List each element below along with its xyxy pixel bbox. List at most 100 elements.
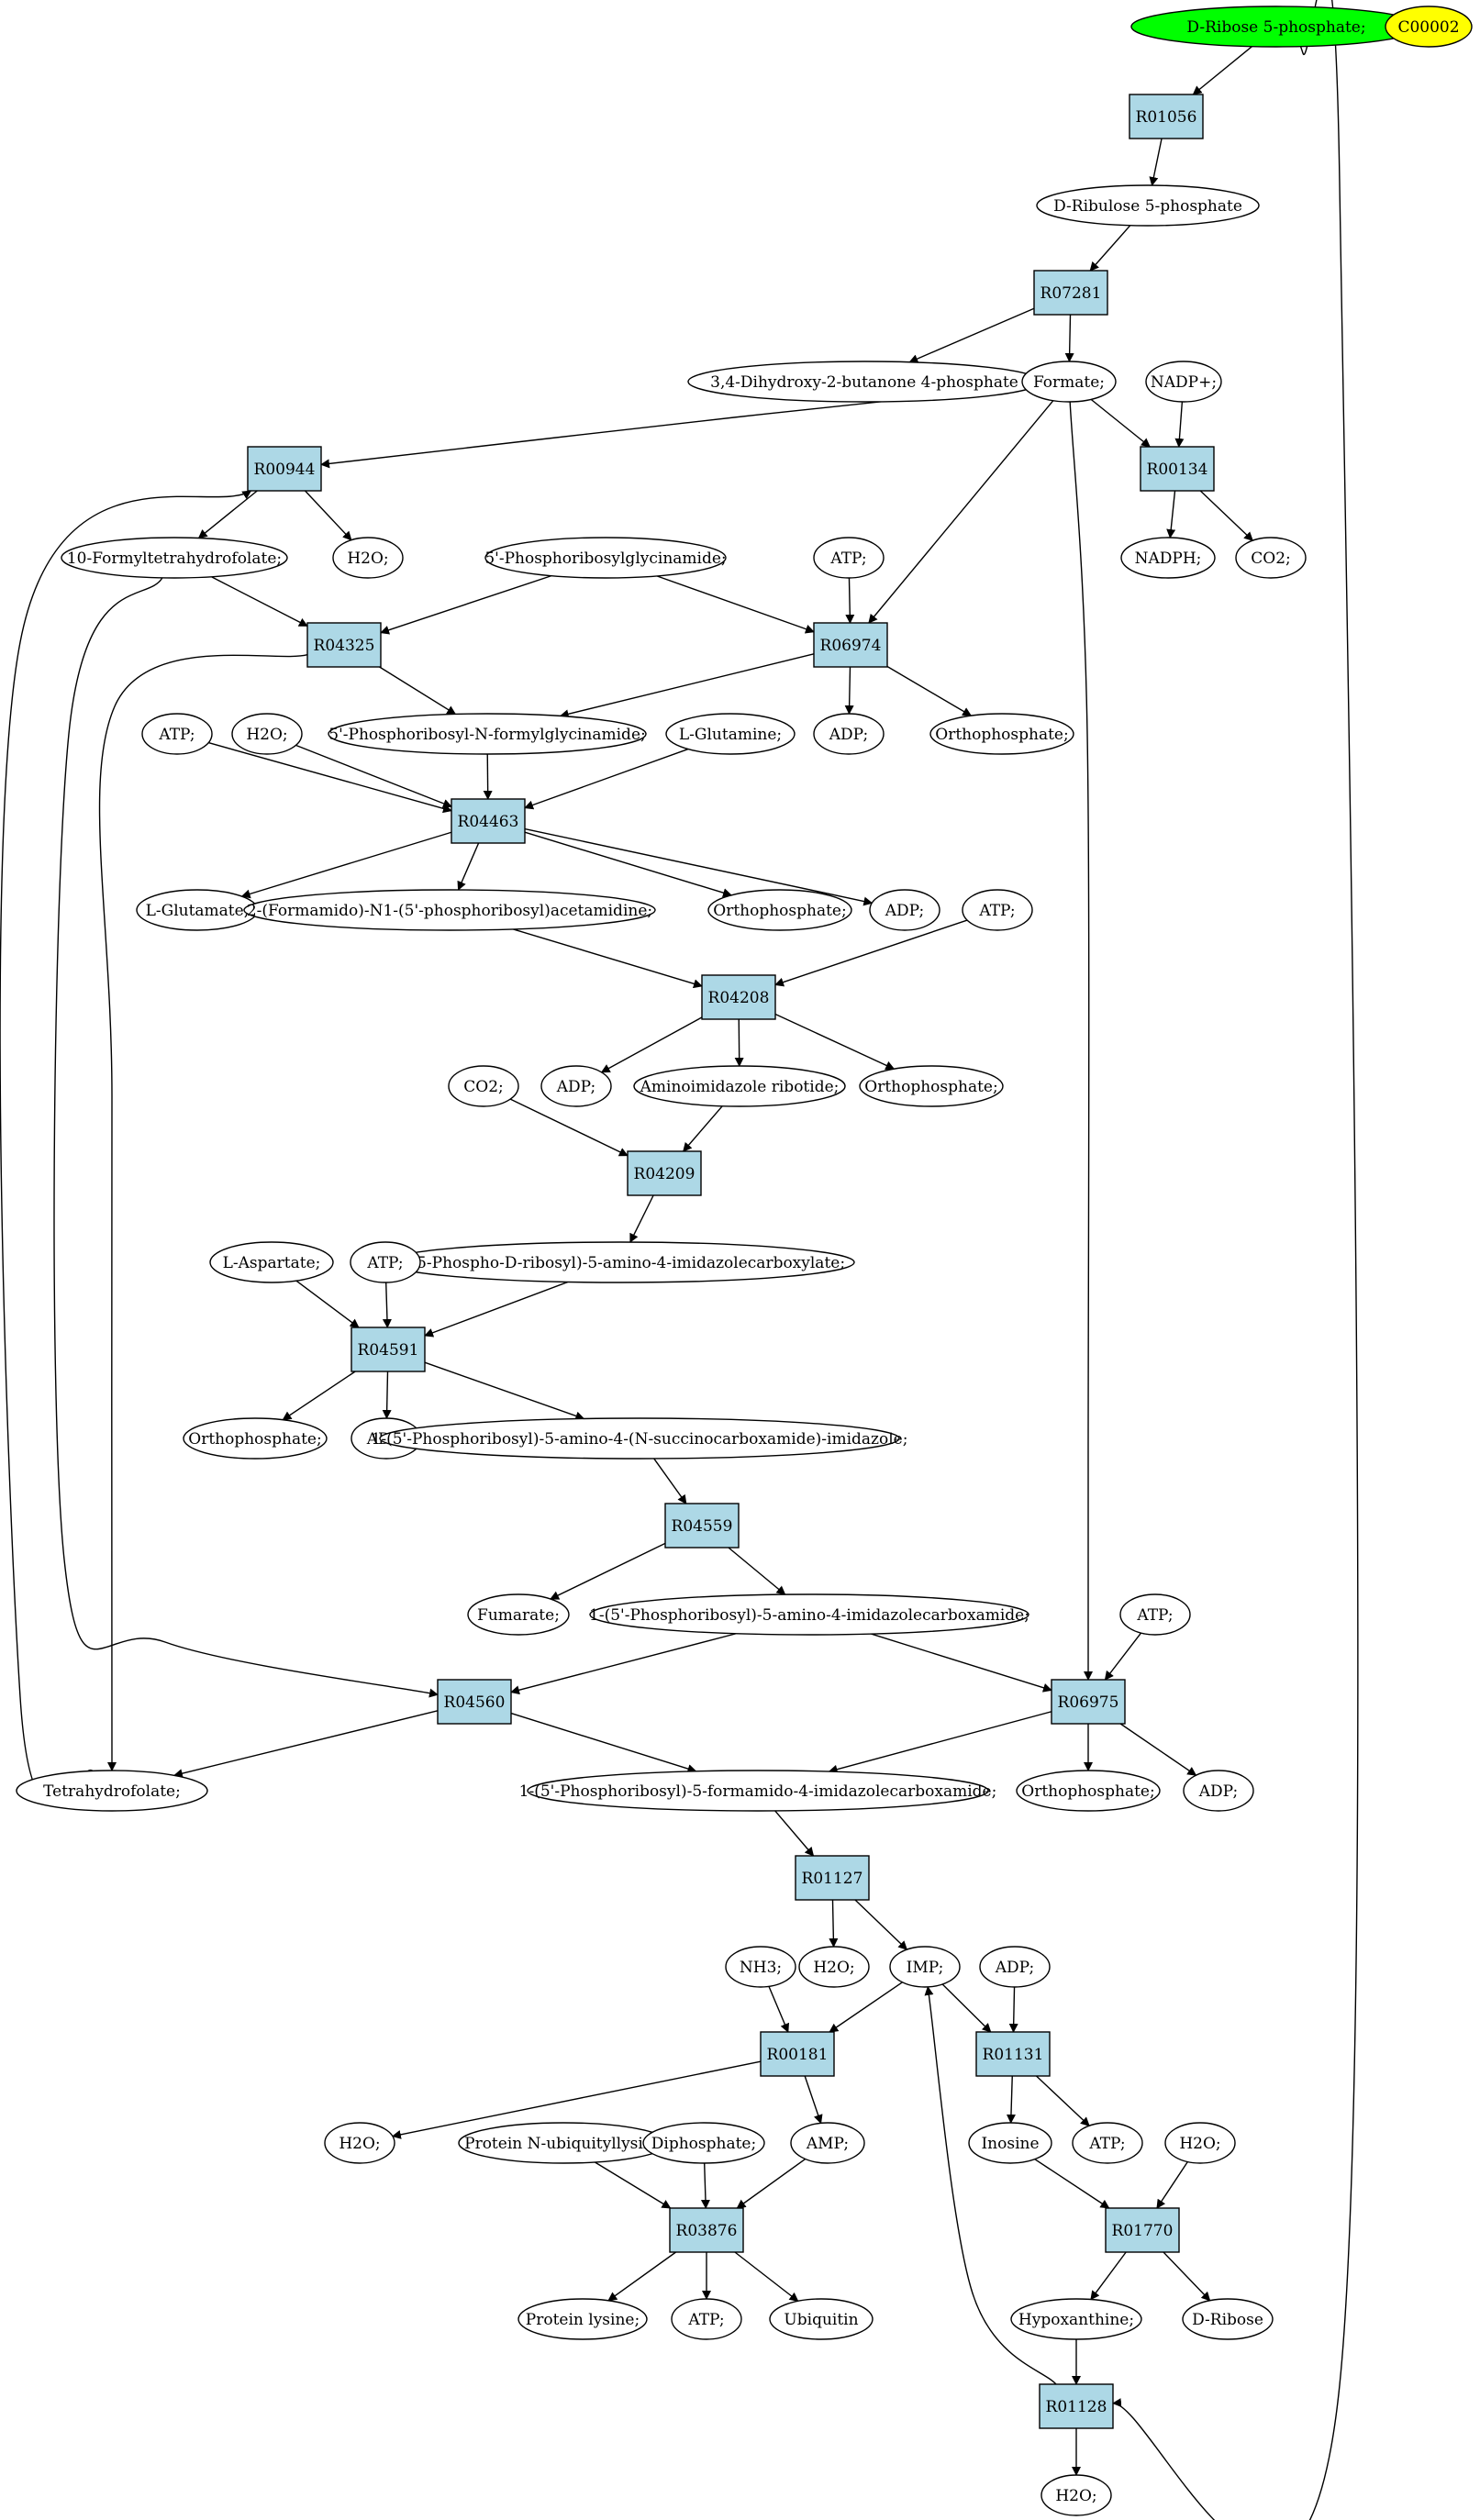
- edge-R04208-to-pi_3: [774, 1013, 896, 1070]
- edge-adp_6-to-R01131: [1008, 1986, 1018, 2033]
- metabolite-ellipse: [209, 1241, 334, 1283]
- metabolite-node: Ubiquitin: [769, 2298, 874, 2340]
- metabolite-ellipse: [813, 537, 885, 579]
- edge-R07281-to-formate: [1064, 314, 1074, 363]
- metabolite-ellipse: [141, 713, 213, 755]
- metabolite-node: ATP;: [671, 2298, 742, 2340]
- node-label: Protein lysine;: [526, 2311, 640, 2329]
- reaction-box: [1051, 1679, 1126, 1725]
- metabolite-ellipse: [1183, 1770, 1254, 1812]
- node-label: H2O;: [1179, 2135, 1220, 2153]
- metabolite-ellipse: [1010, 2298, 1142, 2340]
- edge-R00944-to-h2o_1: [305, 490, 352, 541]
- node-label: ATP;: [158, 726, 195, 744]
- edge-thf-to-R00944: [0, 490, 252, 1803]
- edge-co2_2-to-R04209: [509, 1098, 629, 1157]
- node-label: Orthophosphate;: [1021, 1782, 1154, 1801]
- metabolite-node: D-Ribose 5-phosphate;: [1130, 6, 1422, 48]
- reaction-box: [669, 2207, 744, 2253]
- edge-R01127-to-h2o_3: [829, 1899, 839, 1948]
- metabolite-node: Fumarate;: [467, 1593, 570, 1636]
- node-label: R04325: [314, 637, 375, 655]
- node-label: H2O;: [1055, 2487, 1096, 2505]
- edge-R06975-to-adp_5: [1119, 1723, 1197, 1776]
- metabolite-ellipse: [1072, 2122, 1143, 2164]
- node-label: 1-(5'-Phosphoribosyl)-5-amino-4-(N-succi…: [372, 1430, 908, 1449]
- node-label: 1-(5-Phospho-D-ribosyl)-5-amino-4-imidaz…: [395, 1254, 845, 1272]
- reaction-box: [701, 974, 776, 1020]
- edge-fgam-to-R04208: [513, 928, 703, 989]
- edge-R04559-to-fum: [550, 1542, 666, 1600]
- reaction-node: R01770: [1105, 2207, 1180, 2253]
- metabolite-node: 1-(5'-Phosphoribosyl)-5-amino-4-(N-succi…: [372, 1417, 908, 1460]
- edge-fthf-to-R04560: [53, 577, 439, 1698]
- edge-inosine-to-R01770: [1034, 2159, 1110, 2209]
- node-label: ATP;: [1088, 2135, 1125, 2153]
- edge-R01128-to-imp: [924, 1985, 1057, 2385]
- metabolite-node: 1-(5'-Phosphoribosyl)-5-formamido-4-imid…: [519, 1770, 997, 1812]
- reaction-node: R01128: [1039, 2383, 1114, 2429]
- edge-R06974-to-adp_1: [844, 666, 854, 716]
- edge-R04591-to-adp_4: [382, 1371, 392, 1419]
- node-label: R04209: [634, 1165, 695, 1183]
- nodes: D-Ribose 5-phosphate;C00002R01056D-Ribul…: [16, 6, 1473, 2516]
- metabolite-node: 3,4-Dihydroxy-2-butanone 4-phosphate: [687, 361, 1041, 403]
- reaction-node: R00134: [1140, 446, 1215, 492]
- metabolite-node: H2O;: [798, 1946, 870, 1988]
- metabolite-ellipse: [1119, 1593, 1191, 1636]
- metabolite-ellipse: [61, 537, 288, 579]
- metabolite-node: ATP;: [350, 1241, 421, 1283]
- edge-R07281-to-dhb4p: [908, 307, 1035, 363]
- edge-R06974-to-fgar: [559, 653, 815, 719]
- metabolite-ellipse: [1021, 361, 1117, 403]
- metabolite-node: Aminoimidazole ribotide;: [633, 1065, 846, 1107]
- node-label: ADP;: [1198, 1782, 1238, 1801]
- metabolite-ellipse: [1016, 1770, 1161, 1812]
- metabolite-node: H2O;: [231, 713, 303, 755]
- reaction-box: [627, 1150, 702, 1196]
- edge-R00181-to-h2o_4: [391, 2060, 762, 2139]
- edge-atp_1-to-R06974: [845, 577, 855, 624]
- node-label: R04560: [444, 1693, 506, 1712]
- metabolite-ellipse: [979, 1946, 1051, 1988]
- edge-R04463-to-glu: [240, 831, 452, 899]
- edge-R00181-to-amp: [804, 2075, 823, 2125]
- metabolite-node: ADP;: [540, 1065, 612, 1107]
- metabolite-node: CO2;: [1235, 537, 1307, 579]
- node-label: R01056: [1136, 108, 1197, 127]
- node-label: D-Ribose: [1192, 2311, 1263, 2329]
- metabolite-node: D-Ribose: [1182, 2298, 1274, 2340]
- metabolite-node: Formate;: [1021, 361, 1117, 403]
- metabolite-ellipse: [889, 1946, 961, 1988]
- edge-atp_4-to-R04591: [382, 1282, 392, 1328]
- metabolite-ellipse: [324, 2122, 395, 2164]
- metabolite-node: NADPH;: [1120, 537, 1216, 579]
- node-label: 1-(5'-Phosphoribosyl)-5-formamido-4-imid…: [519, 1782, 997, 1801]
- node-label: ATP;: [687, 2311, 724, 2329]
- edge-R04463-to-fgam: [457, 842, 480, 891]
- reaction-node: R04559: [664, 1503, 740, 1549]
- metabolite-node: Hypoxanthine;: [1010, 2298, 1142, 2340]
- metabolite-ellipse: [589, 1593, 1029, 1636]
- reaction-box: [664, 1503, 740, 1549]
- edge-imp-to-R00181: [829, 1982, 903, 2033]
- edge-R04591-to-pi_4: [282, 1371, 356, 1421]
- metabolite-node: Tetrahydrofolate;: [16, 1770, 208, 1812]
- edge-R04559-to-aicar: [728, 1547, 786, 1595]
- reaction-box: [437, 1679, 512, 1725]
- metabolite-ellipse: [798, 1946, 870, 1988]
- node-label: R00944: [254, 461, 316, 479]
- node-label: ADP;: [995, 1959, 1034, 1977]
- node-label: D-Ribose 5-phosphate;: [1186, 18, 1365, 37]
- reaction-box: [451, 798, 526, 844]
- metabolite-node: 1-(5-Phospho-D-ribosyl)-5-amino-4-imidaz…: [385, 1241, 855, 1283]
- edge-fgar-to-R04463: [483, 753, 493, 800]
- metabolite-node: H2O;: [1040, 2474, 1112, 2516]
- node-label: R04559: [672, 1517, 733, 1536]
- metabolite-node: 2-(Formamido)-N1-(5'-phosphoribosyl)acet…: [243, 889, 656, 931]
- edge-nh3-to-R00181: [768, 1986, 790, 2033]
- metabolite-node: ADP;: [979, 1946, 1051, 1988]
- node-label: R04591: [358, 1341, 419, 1360]
- edge-h2o_2-to-R04463: [295, 744, 452, 808]
